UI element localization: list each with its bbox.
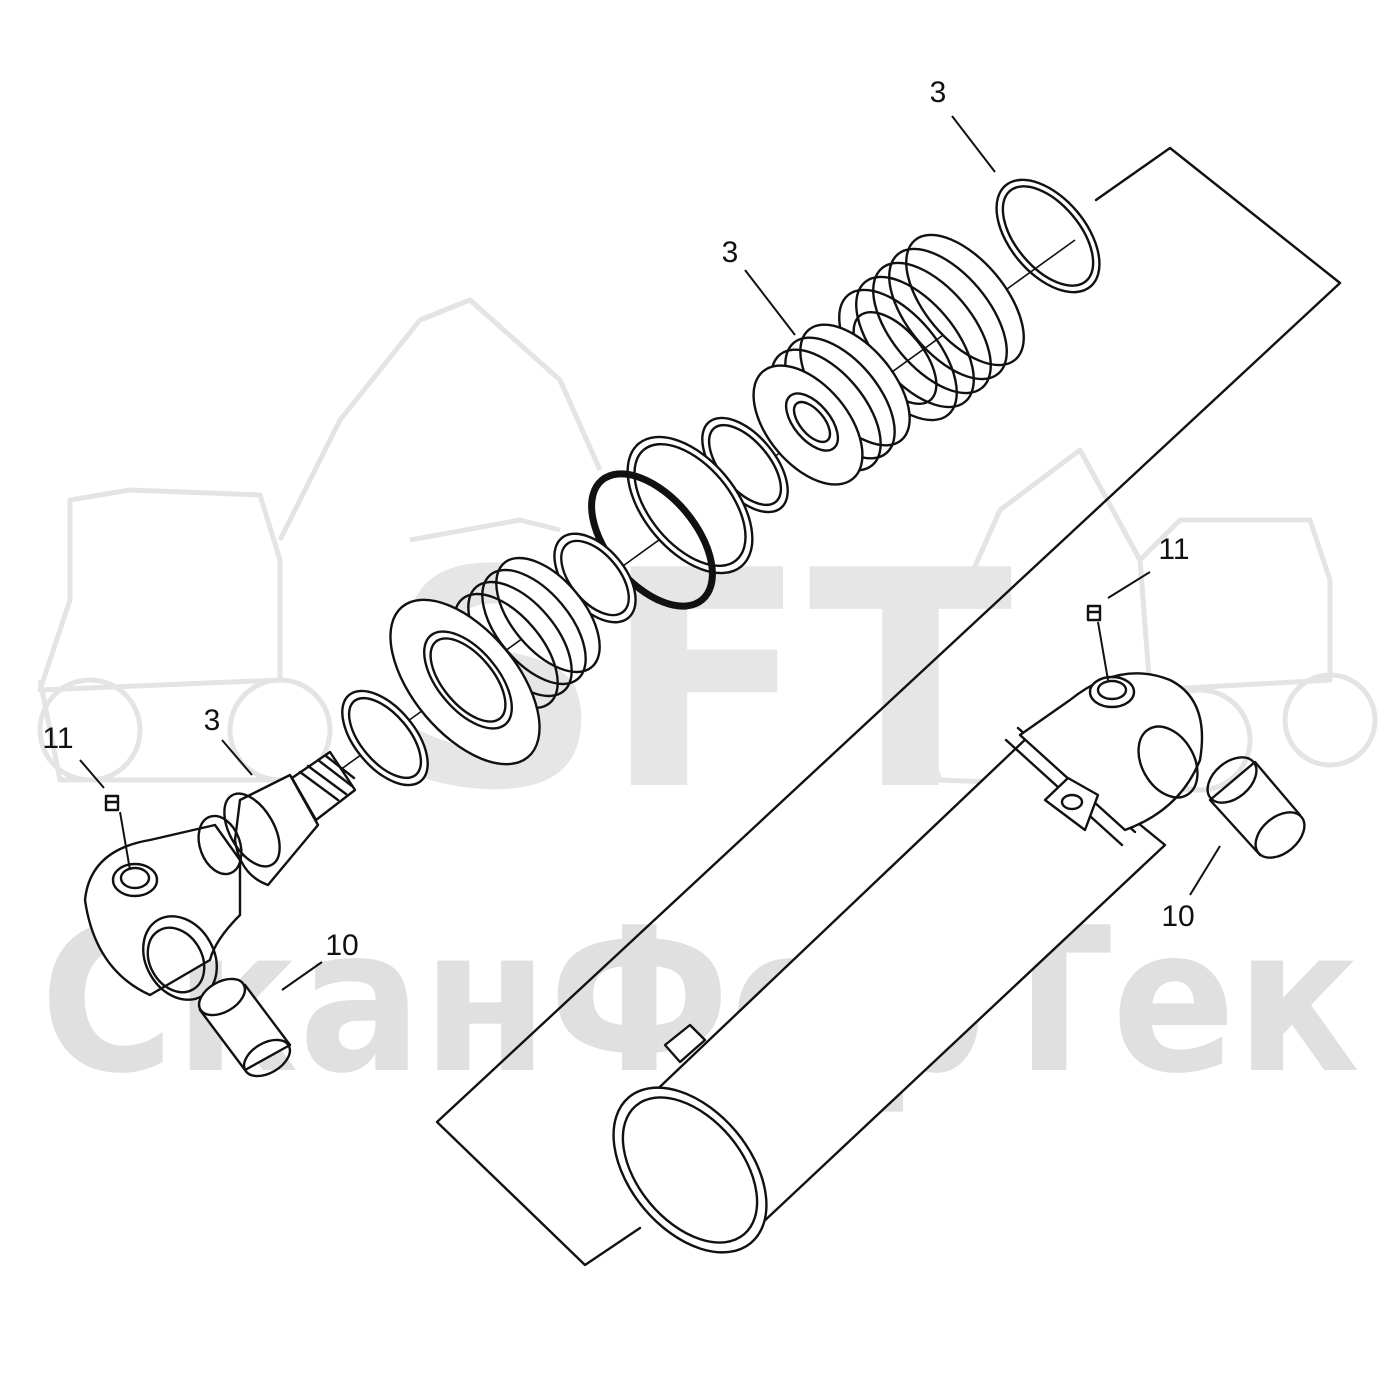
callout-grease-nipple-right: 11	[1158, 533, 1189, 566]
leader-lines	[79, 115, 1221, 991]
callout-grease-nipple-left: 11	[42, 722, 73, 755]
callout-bushing-right: 10	[1161, 900, 1194, 933]
callout-bushing-left: 10	[325, 929, 358, 962]
callout-piston-seal-kit: 3	[722, 236, 739, 269]
piston-seal-package	[752, 323, 911, 486]
grease-nipple-right-part	[1086, 604, 1102, 622]
callout-labels: 3 3 3 11 10 11 10	[42, 76, 1194, 962]
rod-eye	[83, 814, 243, 1001]
cylinder-head-gland	[389, 556, 601, 766]
callout-rod-seal: 3	[204, 704, 221, 737]
front-seal-ring	[341, 689, 429, 787]
cylinder-barrel	[612, 672, 1204, 1254]
piston-rod-end	[223, 750, 357, 887]
bushing-left-part	[197, 977, 292, 1078]
assembly-bracket	[435, 146, 1342, 1267]
bushing-right-part	[1206, 756, 1306, 859]
grease-nipple-left-part	[104, 794, 120, 812]
callout-seal-ring-top: 3	[930, 76, 947, 109]
o-ring-set	[588, 435, 754, 610]
top-seal-ring	[995, 178, 1101, 294]
